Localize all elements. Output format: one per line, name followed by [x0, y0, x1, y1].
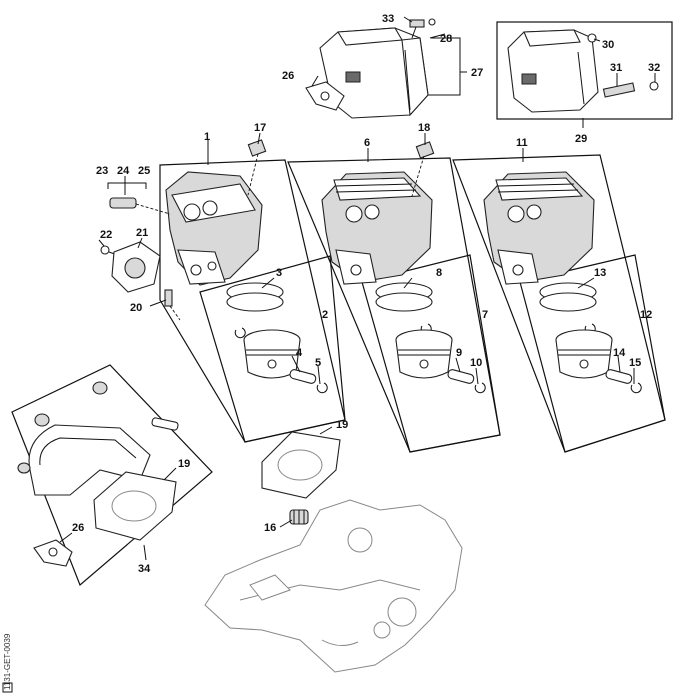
callout-13: 13 — [594, 267, 606, 279]
drawing-code: 1131-GET-0039 — [3, 633, 12, 690]
piston-rings-8-drawing — [375, 282, 433, 312]
callout-5: 5 — [315, 357, 321, 369]
screw-33-drawing — [409, 18, 436, 39]
callout-26: 26 — [282, 70, 294, 82]
callout-2: 2 — [322, 309, 328, 321]
callout-30: 30 — [602, 39, 614, 51]
group-box-piston-2 — [199, 255, 346, 443]
cylinder-1-drawing — [165, 171, 263, 286]
callout-29: 29 — [575, 133, 587, 145]
piston-pin-4-drawing — [289, 369, 317, 384]
callout-21: 21 — [136, 227, 148, 239]
callout-9: 9 — [456, 347, 462, 359]
callout-20: 20 — [130, 302, 142, 314]
callout-31: 31 — [610, 62, 622, 74]
circlip-15-drawing — [630, 382, 642, 394]
piston-drawing-12 — [555, 329, 613, 379]
callout-28: 28 — [440, 33, 452, 45]
cylinder-6-drawing — [321, 171, 433, 285]
callout-6: 6 — [364, 137, 370, 149]
callout-15: 15 — [629, 357, 641, 369]
callout-7: 7 — [482, 309, 488, 321]
shroud-29-drawing — [507, 29, 599, 113]
shroud-27-drawing — [319, 27, 429, 119]
drawing-code-marker — [2, 682, 13, 693]
callout-14: 14 — [613, 347, 626, 359]
circlip-5-drawing — [316, 382, 328, 394]
piston-pin-9-drawing — [447, 369, 475, 384]
callout-27: 27 — [471, 67, 483, 79]
crankcase-drawing — [204, 499, 463, 673]
callout-19-gasket-set: 19 — [178, 458, 190, 470]
gasket-set-34-drawing — [17, 381, 179, 567]
needle-cage-16-drawing — [289, 509, 309, 525]
piston-pin-14-drawing — [605, 369, 633, 384]
cylinder-11-drawing — [483, 171, 595, 285]
group-box-piston-12 — [519, 254, 666, 453]
callout-1: 1 — [204, 131, 210, 143]
spark-plug-18-drawing — [415, 141, 435, 159]
circlip-10-drawing — [474, 382, 486, 394]
callout-8: 8 — [436, 267, 442, 279]
shroud-box-29 — [496, 21, 673, 120]
screw-22-drawing — [100, 245, 121, 257]
nut-32-drawing — [649, 81, 659, 91]
callout-22: 22 — [100, 229, 112, 241]
screw-30-drawing — [587, 33, 597, 43]
group-box-piston-7 — [361, 254, 501, 453]
callout-19: 19 — [336, 419, 348, 431]
callout-23: 23 — [96, 165, 108, 177]
screw-31-drawing — [602, 82, 636, 98]
piston-drawing-7 — [395, 329, 453, 379]
callout-12: 12 — [640, 309, 652, 321]
decomp-valve-24-drawing — [109, 197, 137, 209]
callout-24: 24 — [117, 165, 130, 177]
gasket-set-box-34 — [11, 364, 213, 587]
piston-rings-13-drawing — [539, 282, 597, 312]
callout-3: 3 — [276, 267, 282, 279]
intake-flange-21-drawing — [111, 241, 161, 293]
callout-4: 4 — [296, 347, 303, 359]
piston-rings-3-drawing — [226, 282, 284, 312]
callout-34: 34 — [138, 563, 151, 575]
spark-plug-17-drawing — [247, 139, 267, 157]
callout-11: 11 — [516, 137, 528, 149]
base-gasket-19-drawing — [261, 431, 341, 499]
callout-16: 16 — [264, 522, 276, 534]
callout-26-gasket-set: 26 — [72, 522, 84, 534]
callout-32: 32 — [648, 62, 660, 74]
callout-17: 17 — [254, 122, 266, 134]
callout-18: 18 — [418, 122, 430, 134]
callout-10: 10 — [470, 357, 482, 369]
screw-20-drawing — [164, 289, 181, 321]
callout-25: 25 — [138, 165, 150, 177]
callout-33: 33 — [382, 13, 394, 25]
